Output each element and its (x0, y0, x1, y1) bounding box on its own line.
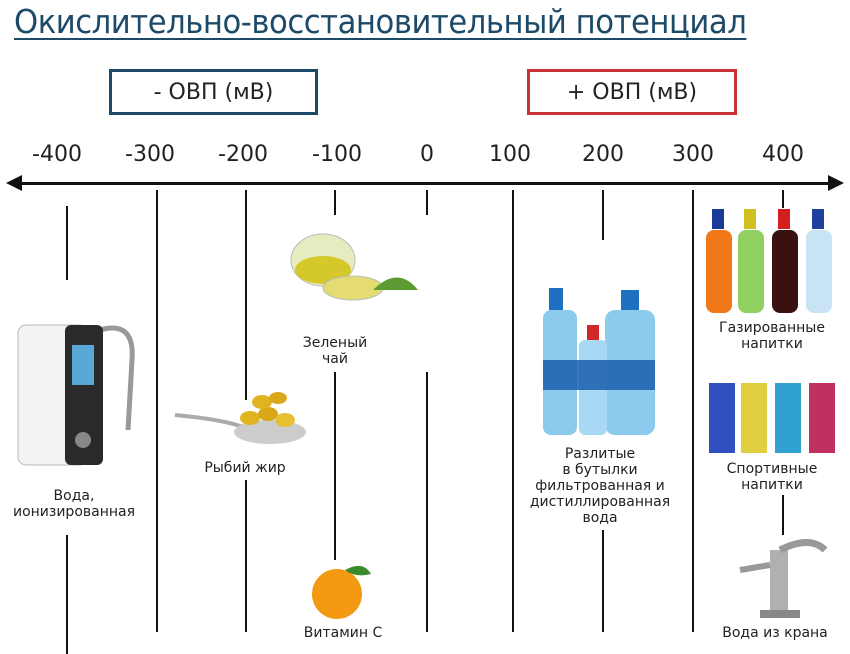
fish-oil-label: Рыбий жир (204, 460, 286, 476)
tick-label: -100 (312, 142, 362, 167)
marker-line (782, 495, 784, 535)
tick-label: 300 (672, 142, 714, 167)
marker-line (426, 372, 428, 632)
soda-label: Газированные напитки (719, 320, 825, 352)
marker-line (692, 190, 694, 632)
water-ionizer-icon (17, 324, 135, 466)
bottled-water-icon (543, 288, 655, 435)
bottled-water-label: Разлитые в бутылки фильтрованная и дисти… (529, 446, 671, 526)
marker-line (245, 190, 247, 400)
sports-drinks-label: Спортивные напитки (726, 461, 818, 493)
tick-label: 100 (489, 142, 531, 167)
marker-line (512, 190, 514, 632)
marker-line (602, 190, 604, 240)
soda-bottles-icon (706, 209, 832, 313)
green-tea-icon (290, 233, 418, 301)
green-tea-label: Зеленый чай (302, 335, 368, 367)
marker-line (782, 190, 784, 208)
marker-line (66, 535, 68, 654)
tick-label: -400 (32, 142, 82, 167)
marker-line (334, 372, 336, 560)
marker-line (245, 480, 247, 632)
faucet-icon (739, 539, 828, 618)
tick-label: 0 (420, 142, 434, 167)
marker-line (156, 190, 158, 632)
fish-oil-icon (174, 392, 306, 444)
left-arrow-icon (6, 175, 22, 191)
positive-orp-box: + ОВП (мВ) (527, 69, 737, 115)
orp-axis (14, 182, 836, 185)
tick-label: 200 (582, 142, 624, 167)
tap-water-label: Вода из крана (722, 625, 828, 641)
marker-line (602, 530, 604, 632)
marker-line (426, 190, 428, 215)
orange-icon (312, 565, 371, 619)
negative-orp-box: - ОВП (мВ) (109, 69, 318, 115)
page-title: Окислительно-восстановительный потенциал (14, 2, 747, 41)
right-arrow-icon (828, 175, 844, 191)
vitamin-c-label: Витамин С (303, 625, 383, 641)
marker-line (334, 190, 336, 215)
marker-line (66, 206, 68, 280)
tick-label: 400 (762, 142, 804, 167)
sports-drinks-icon (709, 383, 835, 453)
tick-label: -200 (218, 142, 268, 167)
tick-label: -300 (125, 142, 175, 167)
ionized-water-label: Вода, ионизированная (12, 488, 136, 520)
